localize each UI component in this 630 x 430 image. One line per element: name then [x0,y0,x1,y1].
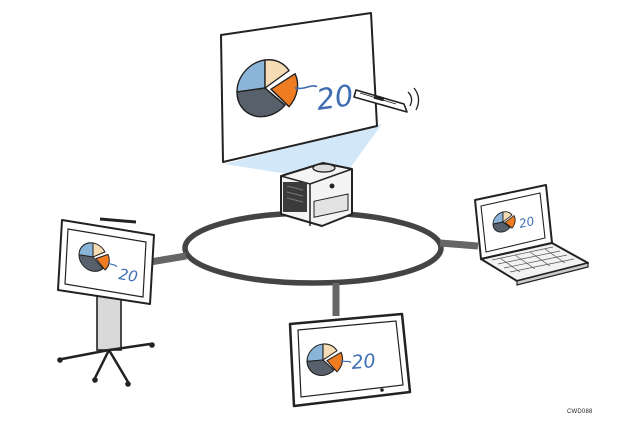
projector-beam [224,124,382,175]
pie-chart-laptop [492,211,516,233]
link-to-left-display [149,252,187,266]
laptop-icon: 20 [474,184,589,286]
pie-label-left-display: 20 [117,265,139,286]
figure-code: CWD088 [567,409,593,415]
link-to-laptop [439,239,479,250]
pie-chart-left-display [78,242,118,272]
network-links [149,210,479,316]
pie-label-laptop: 20 [518,214,536,231]
projector-icon [280,162,353,227]
laptop-keyboard [491,246,575,273]
pen-icon [353,87,420,113]
pie-label-screen: 20 [314,78,355,117]
interactive-whiteboard-icon: 20 [57,217,155,387]
pie-chart-screen [236,59,318,118]
pie-chart-tablet [306,343,352,376]
tablet-icon: 20 [288,312,412,408]
projection-screen: 20 [220,12,378,163]
pie-label-tablet: 20 [351,350,377,374]
